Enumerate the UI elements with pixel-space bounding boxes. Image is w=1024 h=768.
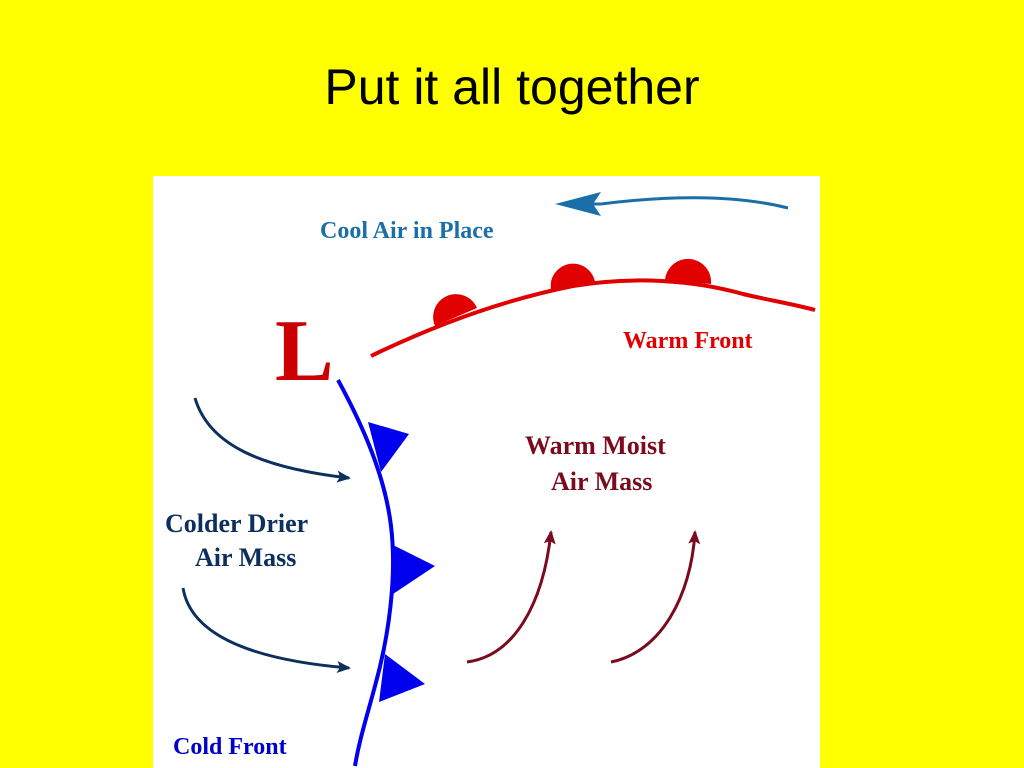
cold-front-line bbox=[336, 379, 435, 767]
warm-moist-label-line1: Warm Moist bbox=[525, 431, 666, 460]
low-pressure-symbol: L bbox=[275, 303, 334, 400]
colder-drier-label-line1: Colder Drier bbox=[165, 509, 308, 538]
warm-front-label: Warm Front bbox=[623, 328, 753, 354]
warm-moist-label-line2: Air Mass bbox=[551, 467, 652, 496]
slide-title: Put it all together bbox=[324, 59, 700, 115]
cool-air-arrow bbox=[555, 192, 789, 216]
cool-air-label: Cool Air in Place bbox=[320, 218, 494, 244]
colder-drier-label-line2: Air Mass bbox=[195, 543, 296, 572]
warm-front-line bbox=[370, 258, 816, 358]
warm-air-arrows bbox=[466, 530, 701, 664]
cold-front-label: Cold Front bbox=[173, 734, 287, 760]
weather-front-diagram: Cool Air in Place Warm Front L Cold Fron… bbox=[153, 176, 820, 768]
cold-air-arrows bbox=[181, 397, 351, 673]
